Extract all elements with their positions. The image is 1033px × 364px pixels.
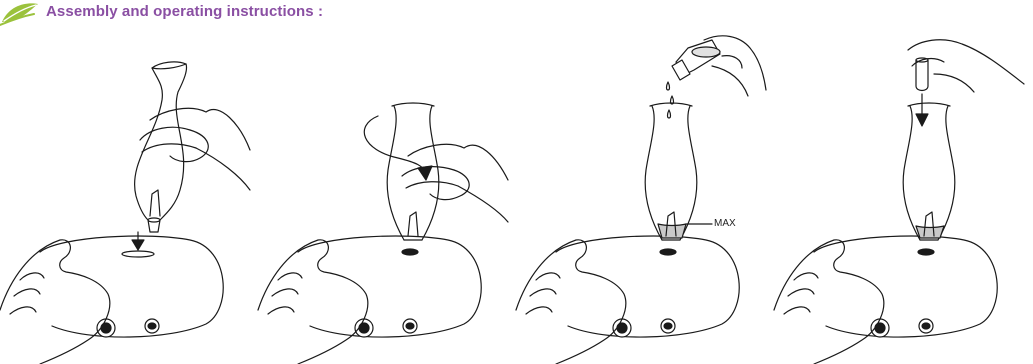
step-3-illustration: MAX — [516, 40, 766, 364]
add-essential-oil-drops-illustration — [774, 40, 1024, 364]
section-title: Assembly and operating instructions : — [46, 3, 323, 20]
fill-water-to-max-illustration — [516, 40, 766, 364]
twist-lock-vase-illustration — [258, 40, 508, 364]
place-vase-on-base-illustration — [0, 40, 250, 364]
max-fill-label: MAX — [714, 218, 736, 229]
step-2-illustration — [258, 40, 508, 364]
leaf-icon — [0, 0, 40, 26]
step-1-illustration — [0, 40, 250, 364]
step-4-illustration — [774, 40, 1024, 364]
